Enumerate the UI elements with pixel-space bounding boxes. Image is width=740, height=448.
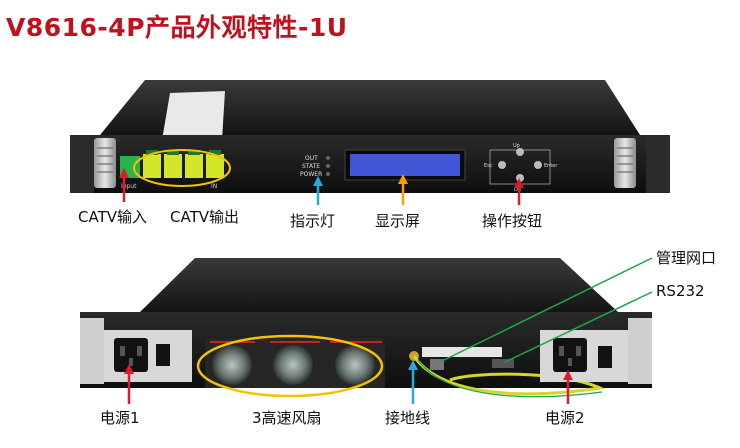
- port-label-in: IN: [211, 183, 217, 190]
- catv-output-port-2[interactable]: [164, 154, 182, 178]
- fan-1: [212, 345, 252, 385]
- power-module-2: [540, 330, 628, 382]
- front-top-cover: [100, 80, 640, 135]
- front-sticker: [162, 91, 225, 140]
- power1-switch[interactable]: [156, 344, 170, 366]
- rs232-port[interactable]: [492, 359, 514, 368]
- led-out: [326, 156, 330, 160]
- rear-left-bracket: [80, 318, 104, 384]
- label-display: 显示屏: [375, 212, 421, 230]
- label-fans: 3高速风扇: [252, 409, 322, 427]
- cooling-fans: [205, 338, 385, 388]
- front-left-ear: [70, 135, 94, 193]
- button-esc[interactable]: [498, 161, 506, 169]
- front-device: Input IN OUT STATE POWER Up Esc Enter Dn: [70, 80, 670, 205]
- label-power1: 电源1: [100, 409, 140, 427]
- label-buttons: 操作按钮: [482, 212, 543, 230]
- led-label-state: STATE: [302, 163, 320, 170]
- fan-3: [335, 345, 375, 385]
- arrow-rs232: [504, 291, 653, 363]
- power2-socket[interactable]: [553, 338, 587, 372]
- button-label-up: Up: [513, 143, 520, 149]
- catv-output-highlight: [133, 149, 231, 187]
- fan-2: [273, 345, 313, 385]
- catv-output-port-3[interactable]: [185, 154, 203, 178]
- arrow-mgmt-port: [439, 257, 653, 363]
- label-power2: 电源2: [545, 409, 585, 427]
- button-up[interactable]: [516, 148, 524, 156]
- rear-callout-arrows: [124, 257, 653, 404]
- lcd-screen: [350, 154, 460, 176]
- power1-socket[interactable]: [114, 338, 148, 372]
- label-mgmt-port: 管理网口: [656, 249, 717, 267]
- label-catv-input: CATV输入: [78, 208, 147, 226]
- ground-wire: [412, 355, 606, 396]
- button-enter[interactable]: [534, 161, 542, 169]
- button-label-down: Dn: [514, 187, 521, 193]
- operation-buttons: Up Esc Enter Dn: [484, 143, 558, 193]
- catv-output-port-1[interactable]: [143, 154, 161, 178]
- catv-output-port-4[interactable]: [206, 154, 224, 178]
- led-state: [326, 164, 330, 168]
- button-label-enter: Enter: [544, 163, 558, 169]
- page-title: V8616-4P产品外观特性-1U: [6, 13, 348, 42]
- label-catv-output: CATV输出: [170, 208, 239, 226]
- led-power: [326, 172, 330, 176]
- label-ground: 接地线: [385, 409, 431, 427]
- catv-ports: Input IN: [120, 150, 224, 190]
- power2-switch[interactable]: [598, 346, 612, 368]
- indicator-leds: OUT STATE POWER: [300, 155, 330, 178]
- label-indicator: 指示灯: [290, 212, 336, 230]
- led-label-power: POWER: [300, 171, 322, 178]
- front-left-handle[interactable]: [94, 138, 116, 188]
- mgmt-port[interactable]: [430, 359, 444, 370]
- label-rs232: RS232: [656, 282, 705, 300]
- port-label-input: Input: [121, 183, 137, 190]
- front-right-handle[interactable]: [614, 138, 636, 188]
- front-callout-arrows: [119, 168, 524, 205]
- rear-device: [80, 257, 653, 404]
- led-label-out: OUT: [305, 155, 318, 162]
- front-right-ear: [646, 135, 670, 193]
- rear-right-bracket: [628, 318, 652, 384]
- fans-highlight: [196, 334, 384, 398]
- button-label-esc: Esc: [484, 163, 493, 169]
- power-module-1: [104, 330, 192, 382]
- rear-top-cover: [140, 258, 618, 312]
